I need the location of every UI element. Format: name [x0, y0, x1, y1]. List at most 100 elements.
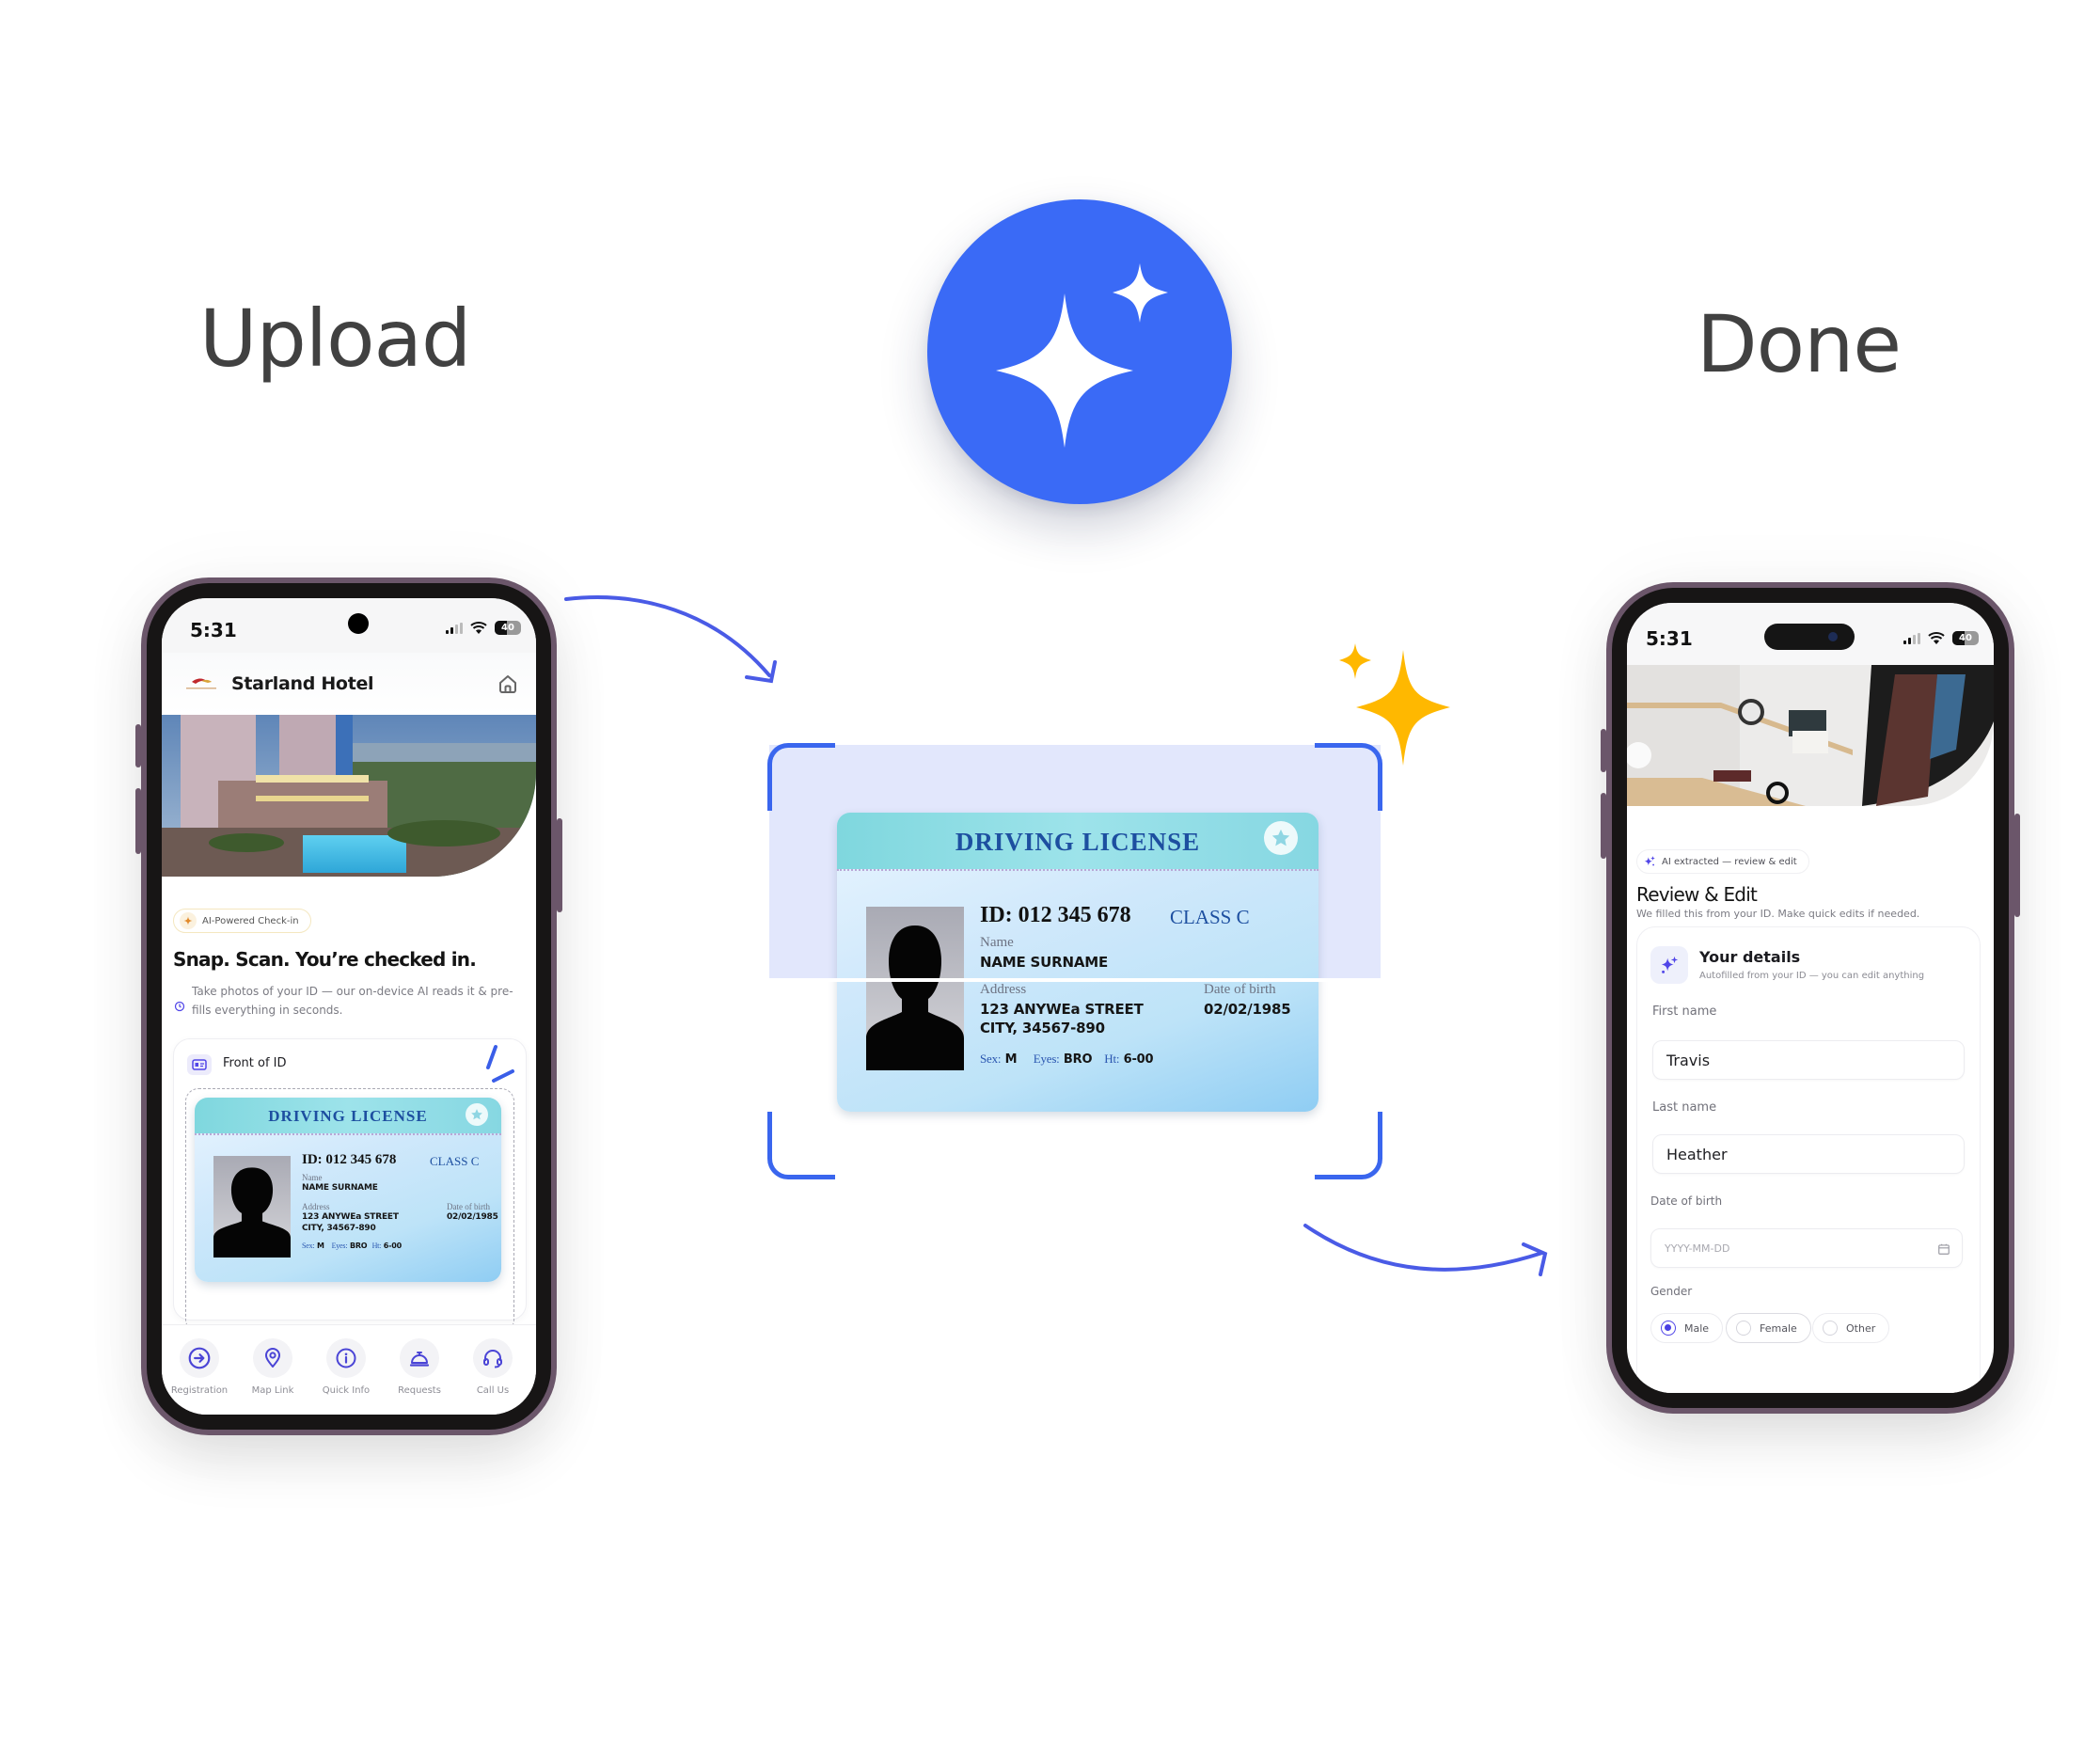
room-hero-image — [1627, 665, 1994, 806]
nav-requests[interactable]: Requests — [389, 1338, 450, 1396]
id-name-label: Name — [980, 935, 1014, 950]
checkin-description: Take photos of your ID — our on-device A… — [192, 985, 513, 1017]
nav-label: Map Link — [251, 1385, 294, 1396]
viewfinder-corner-top-right — [1315, 743, 1382, 811]
upload-phone-mockup: 5:31 40 Starland Hotel — [135, 583, 562, 1430]
arrow-right-circle-icon — [188, 1347, 211, 1369]
map-pin-icon — [265, 1348, 280, 1368]
wifi-icon — [1928, 631, 1945, 644]
sparkle-icon — [180, 912, 197, 929]
home-button[interactable] — [497, 672, 519, 695]
hotel-logo — [182, 676, 220, 691]
step-done-heading: Done — [1697, 298, 1902, 390]
status-time: 5:31 — [190, 619, 237, 641]
nav-label: Call Us — [476, 1385, 510, 1396]
id-card-title: DRIVING LICENSE — [268, 1107, 428, 1125]
id-physical-attributes: Sex: M Eyes: BRO Ht: 6-00 — [980, 1052, 1154, 1067]
headset-icon — [483, 1350, 502, 1368]
id-name-label: Name — [302, 1173, 323, 1182]
nav-quick-info[interactable]: Quick Info — [316, 1338, 376, 1396]
camera-hole — [348, 613, 369, 634]
app-header: Starland Hotel — [162, 653, 536, 715]
done-phone-screen: 5:31 40 — [1627, 603, 1994, 1393]
sparkles-icon — [996, 263, 1168, 448]
gender-option-male[interactable]: Male — [1650, 1313, 1724, 1343]
id-number: ID: 012 345 678 — [302, 1152, 397, 1167]
battery-icon: 40 — [1952, 631, 1979, 645]
hotel-hero-image — [162, 715, 536, 877]
first-name-input[interactable]: Travis — [1652, 1040, 1965, 1080]
id-card-title: DRIVING LICENSE — [955, 828, 1201, 856]
sparkles-badge-icon — [1650, 946, 1688, 984]
gender-label: Gender — [1650, 1285, 1693, 1298]
calendar-icon[interactable] — [1937, 1242, 1950, 1256]
id-dob-label: Date of birth — [1204, 982, 1276, 997]
viewfinder-corner-bottom-right — [1315, 1112, 1382, 1179]
battery-icon: 40 — [495, 621, 521, 635]
hotel-name: Starland Hotel — [231, 673, 374, 694]
dob-label: Date of birth — [1650, 1194, 1723, 1208]
id-card-preview: DRIVING LICENSE ID: 012 345 678 CLASS C … — [837, 813, 1318, 1112]
details-subtitle: Autofilled from your ID — you can edit a… — [1699, 971, 1925, 981]
ai-extracted-badge: AI extracted — review & edit — [1636, 849, 1809, 874]
viewfinder-corner-top-left — [767, 743, 835, 811]
id-class: CLASS C — [430, 1154, 480, 1168]
dynamic-island — [1764, 624, 1855, 650]
id-name-value: NAME SURNAME — [302, 1183, 378, 1193]
home-icon — [499, 675, 516, 693]
nav-label: Quick Info — [322, 1385, 371, 1396]
signal-icon — [1903, 632, 1920, 644]
front-of-id-upload-card[interactable]: Front of ID DRIVING LICENSE ID — [173, 1038, 527, 1333]
radio-unselected-icon — [1823, 1321, 1838, 1336]
last-name-label: Last name — [1652, 1100, 1717, 1115]
scan-line — [769, 978, 1381, 982]
flow-arrow-scan-to-done — [1303, 1224, 1548, 1276]
upload-phone-screen: 5:31 40 Starland Hotel — [162, 598, 536, 1415]
sparkle-decoration-icon — [1339, 643, 1450, 766]
clock-icon — [174, 1000, 185, 1017]
id-photo-silhouette — [866, 907, 964, 1070]
status-time: 5:31 — [1646, 627, 1693, 650]
service-bell-icon — [409, 1352, 430, 1367]
flow-arrow-upload-to-scan — [564, 595, 777, 684]
details-title: Your details — [1699, 948, 1801, 966]
nav-registration[interactable]: Registration — [169, 1338, 229, 1396]
radio-unselected-icon — [1736, 1321, 1751, 1336]
gender-option-female[interactable]: Female — [1726, 1313, 1811, 1343]
signal-icon — [446, 622, 463, 634]
id-address-line1: 123 ANYWEa STREET — [302, 1212, 399, 1222]
checkin-headline: Snap. Scan. You’re checked in. — [173, 948, 477, 971]
info-icon — [336, 1348, 356, 1368]
id-address-line1: 123 ANYWEa STREET — [980, 1001, 1144, 1018]
nav-label: Requests — [398, 1385, 441, 1396]
last-name-input[interactable]: Heather — [1652, 1134, 1965, 1174]
review-edit-title: Review & Edit — [1636, 883, 1758, 906]
sparkles-icon — [1644, 856, 1655, 866]
status-bar: 5:31 40 — [1627, 603, 1994, 665]
id-physical-attributes: Sex: M Eyes: BRO Ht: 6-00 — [302, 1242, 403, 1250]
gender-option-other[interactable]: Other — [1812, 1313, 1890, 1343]
viewfinder-corner-bottom-left — [767, 1112, 835, 1179]
review-edit-subtitle: We filled this from your ID. Make quick … — [1636, 908, 1920, 920]
nav-call-us[interactable]: Call Us — [463, 1338, 523, 1396]
id-dob-label: Date of birth — [447, 1202, 490, 1211]
ai-checkin-badge: AI-Powered Check-in — [173, 909, 311, 933]
bottom-navigation: Registration Map Link Quick Info Request… — [162, 1324, 536, 1415]
your-details-card: Your details Autofilled from your ID — y… — [1636, 926, 1981, 1393]
upload-card-title: Front of ID — [223, 1056, 287, 1070]
id-card-icon — [187, 1054, 212, 1075]
done-phone-mockup: 5:31 40 — [1601, 588, 2020, 1408]
star-emblem-icon — [466, 1103, 488, 1126]
nav-label: Registration — [170, 1385, 229, 1396]
id-dob-value: 02/02/1985 — [447, 1212, 498, 1222]
id-address-line2: CITY, 34567-890 — [302, 1224, 376, 1233]
star-emblem-icon — [1264, 821, 1298, 855]
first-name-label: First name — [1652, 1004, 1717, 1019]
nav-map-link[interactable]: Map Link — [243, 1338, 303, 1396]
dob-input[interactable]: YYYY-MM-DD — [1650, 1228, 1963, 1268]
id-address-label: Address — [980, 982, 1027, 997]
id-address-label: Address — [302, 1202, 330, 1211]
capture-flash-icon — [486, 1045, 514, 1083]
id-class: CLASS C — [1170, 906, 1250, 928]
ai-badge — [927, 199, 1232, 504]
